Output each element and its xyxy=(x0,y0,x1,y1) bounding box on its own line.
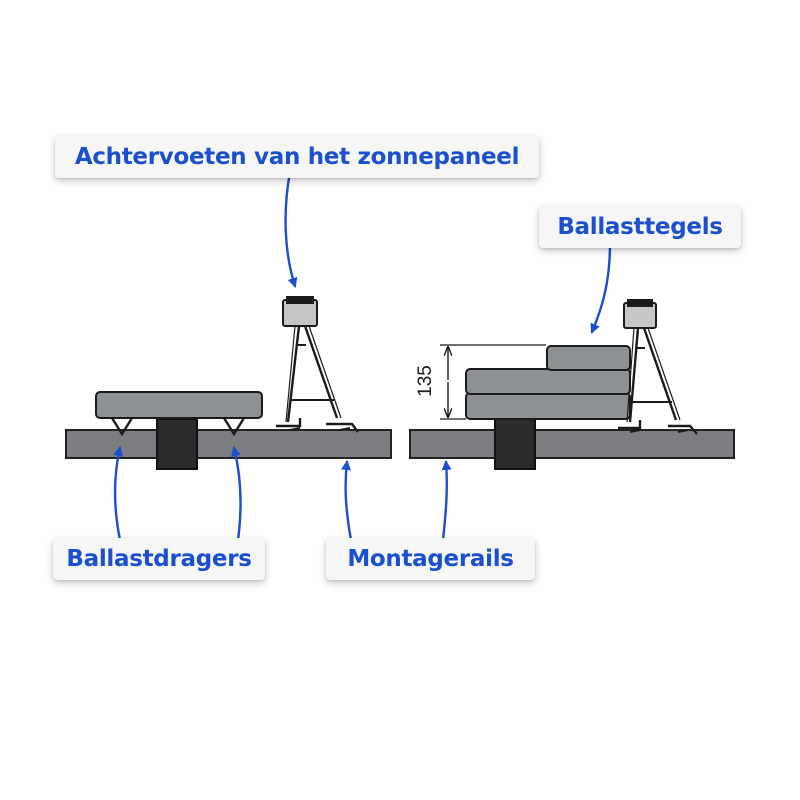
ballast-carrier-tray xyxy=(95,391,263,419)
callout-arrows xyxy=(113,170,612,542)
ballast-carrier-v-foot-right xyxy=(222,417,246,437)
ballast-tile-middle xyxy=(465,368,631,395)
label-mounting-rails: Montagerails xyxy=(326,538,535,580)
height-dimension: 135 xyxy=(415,344,546,420)
panel-rear-foot-left xyxy=(276,296,359,433)
arrow-to-ballast-carrier-right xyxy=(231,446,242,542)
panel-clamp-top-left xyxy=(286,296,314,304)
arrow-to-ballast-tiles xyxy=(590,242,612,334)
label-ballast-tiles: Ballasttegels xyxy=(539,206,741,248)
panel-rear-foot-right xyxy=(618,299,698,435)
arrow-to-mounting-rail-right xyxy=(441,460,452,542)
right-mounting-rail xyxy=(409,429,735,459)
ballast-tile-bottom xyxy=(465,392,631,420)
ballast-tile-top xyxy=(546,345,631,371)
ballast-carrier-v-foot-left xyxy=(110,417,134,437)
left-assembly xyxy=(65,296,392,470)
label-panel-rear-feet: Achtervoeten van het zonnepaneel xyxy=(55,136,539,178)
right-support-block xyxy=(494,418,536,470)
left-support-block xyxy=(156,418,198,470)
arrow-to-ballast-carrier-left xyxy=(113,446,124,542)
left-mounting-rail xyxy=(65,429,392,459)
height-dimension-value: 135 xyxy=(415,365,436,397)
label-ballast-carriers: Ballastdragers xyxy=(53,538,265,580)
arrow-to-panel-rear-foot xyxy=(284,170,298,288)
panel-clamp-top-right xyxy=(627,299,653,307)
right-assembly: 135 xyxy=(409,299,735,470)
arrow-to-mounting-rail-left xyxy=(341,460,353,542)
